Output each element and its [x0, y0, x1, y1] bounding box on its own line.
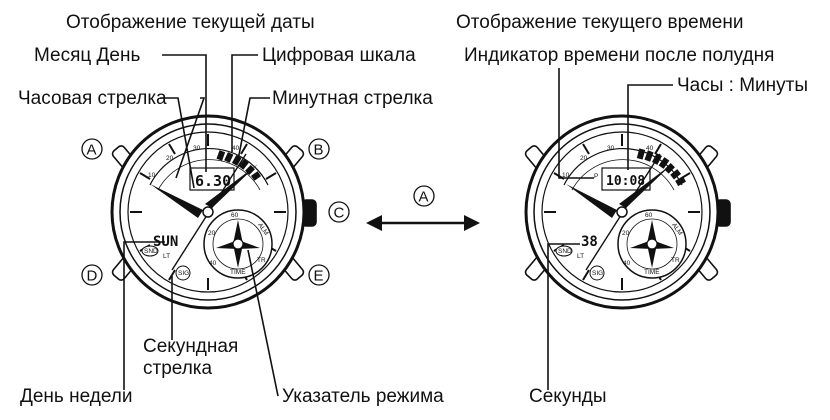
left-hour-markers — [130, 134, 286, 290]
left-lcd-lt: LT — [163, 253, 170, 260]
left-dial-scale-40: 40 — [232, 145, 240, 152]
right-snd-label: SND — [558, 248, 572, 255]
left-button-a-label: A — [87, 142, 97, 159]
right-subdial-40: 40 — [623, 260, 631, 267]
label-mode-pointer: Указатель режима — [282, 386, 444, 407]
right-lcd-window — [601, 167, 651, 191]
left-sig-label: SIG — [178, 270, 189, 277]
right-hands — [566, 153, 672, 271]
right-hour-hand — [566, 184, 617, 218]
left-button-a[interactable]: A — [81, 138, 103, 160]
left-mode-pointer — [216, 220, 260, 268]
mode-switch-arrow: A — [366, 185, 480, 231]
left-lcd-day: SUN — [153, 234, 178, 250]
right-lcd-seconds: 38 — [581, 234, 598, 250]
left-subdial-tr: TR — [257, 257, 266, 264]
right-subdial-20: 20 — [622, 230, 630, 237]
left-button-d-label: D — [87, 268, 98, 285]
left-lcd-date: 6.30 — [195, 172, 231, 190]
left-upper-scale-arc — [149, 147, 269, 186]
right-sig-label: SIG — [592, 270, 603, 277]
label-seconds: Секунды — [529, 386, 607, 407]
left-button-b-label: B — [314, 142, 324, 159]
right-dial-scale-30: 30 — [607, 145, 615, 152]
left-button-c-label: C — [334, 205, 345, 222]
left-watch: 20 30 40 10 6.30 60 20 40 ALM TIME TR — [18, 12, 444, 407]
label-day-of-week: День недели — [20, 386, 132, 407]
left-dial-scale-20: 20 — [166, 155, 174, 162]
right-pm-indicator: P — [594, 173, 598, 180]
right-lcd-time: 10:08 — [606, 174, 645, 189]
right-dial-scale-20: 20 — [580, 155, 588, 162]
left-subdial-time: TIME — [230, 269, 246, 276]
left-button-d[interactable]: D — [81, 264, 103, 286]
left-dial-scale-10: 10 — [148, 172, 156, 179]
left-dial-scale-30: 30 — [193, 145, 201, 152]
right-snd-badge — [555, 245, 573, 257]
right-lcd-lt: LT — [577, 253, 584, 260]
right-dial-scale-10: 10 — [562, 172, 570, 179]
right-sig-badge — [589, 265, 605, 281]
left-snd-label: SND — [144, 248, 158, 255]
left-sig-badge — [175, 265, 191, 281]
label-minute-hand: Минутная стрелка — [272, 88, 433, 109]
left-button-b[interactable]: B — [308, 138, 330, 160]
right-leader-lines — [547, 68, 673, 390]
right-heading: Отображение текущего времени — [456, 12, 743, 33]
right-mode-pointer — [630, 220, 674, 268]
label-pm-indicator: Индикатор времени после полудня — [464, 45, 774, 66]
right-subdial-60: 60 — [645, 212, 653, 219]
left-button-e[interactable]: E — [308, 264, 330, 286]
left-lcd-window — [189, 167, 235, 191]
left-hands — [150, 153, 258, 271]
left-hour-hand — [150, 184, 203, 218]
arrow-button-a-label: A — [419, 189, 429, 206]
right-subdial-time: TIME — [644, 269, 660, 276]
left-subdial-20: 20 — [208, 230, 216, 237]
left-button-c[interactable]: C — [328, 201, 350, 223]
left-snd-badge — [141, 245, 159, 257]
label-hour-hand: Часовая стрелка — [18, 88, 167, 109]
right-dial-scale-40: 40 — [646, 145, 654, 152]
left-button-e-label: E — [314, 268, 324, 285]
right-subdial-tr: TR — [671, 257, 680, 264]
left-subdial-60: 60 — [231, 212, 239, 219]
left-leader-lines — [123, 54, 279, 397]
left-subdial-40: 40 — [209, 260, 217, 267]
label-hours-minutes: Часы : Минуты — [677, 75, 808, 96]
label-digital-scale: Цифровая шкала — [262, 45, 416, 66]
right-watch: 20 30 40 10 10:08 P 60 20 40 ALM TIME TR — [456, 12, 808, 407]
left-heading: Отображение текущей даты — [66, 12, 315, 33]
arrow-button-a[interactable]: A — [413, 185, 435, 207]
label-month-day: Месяц День — [34, 45, 140, 66]
